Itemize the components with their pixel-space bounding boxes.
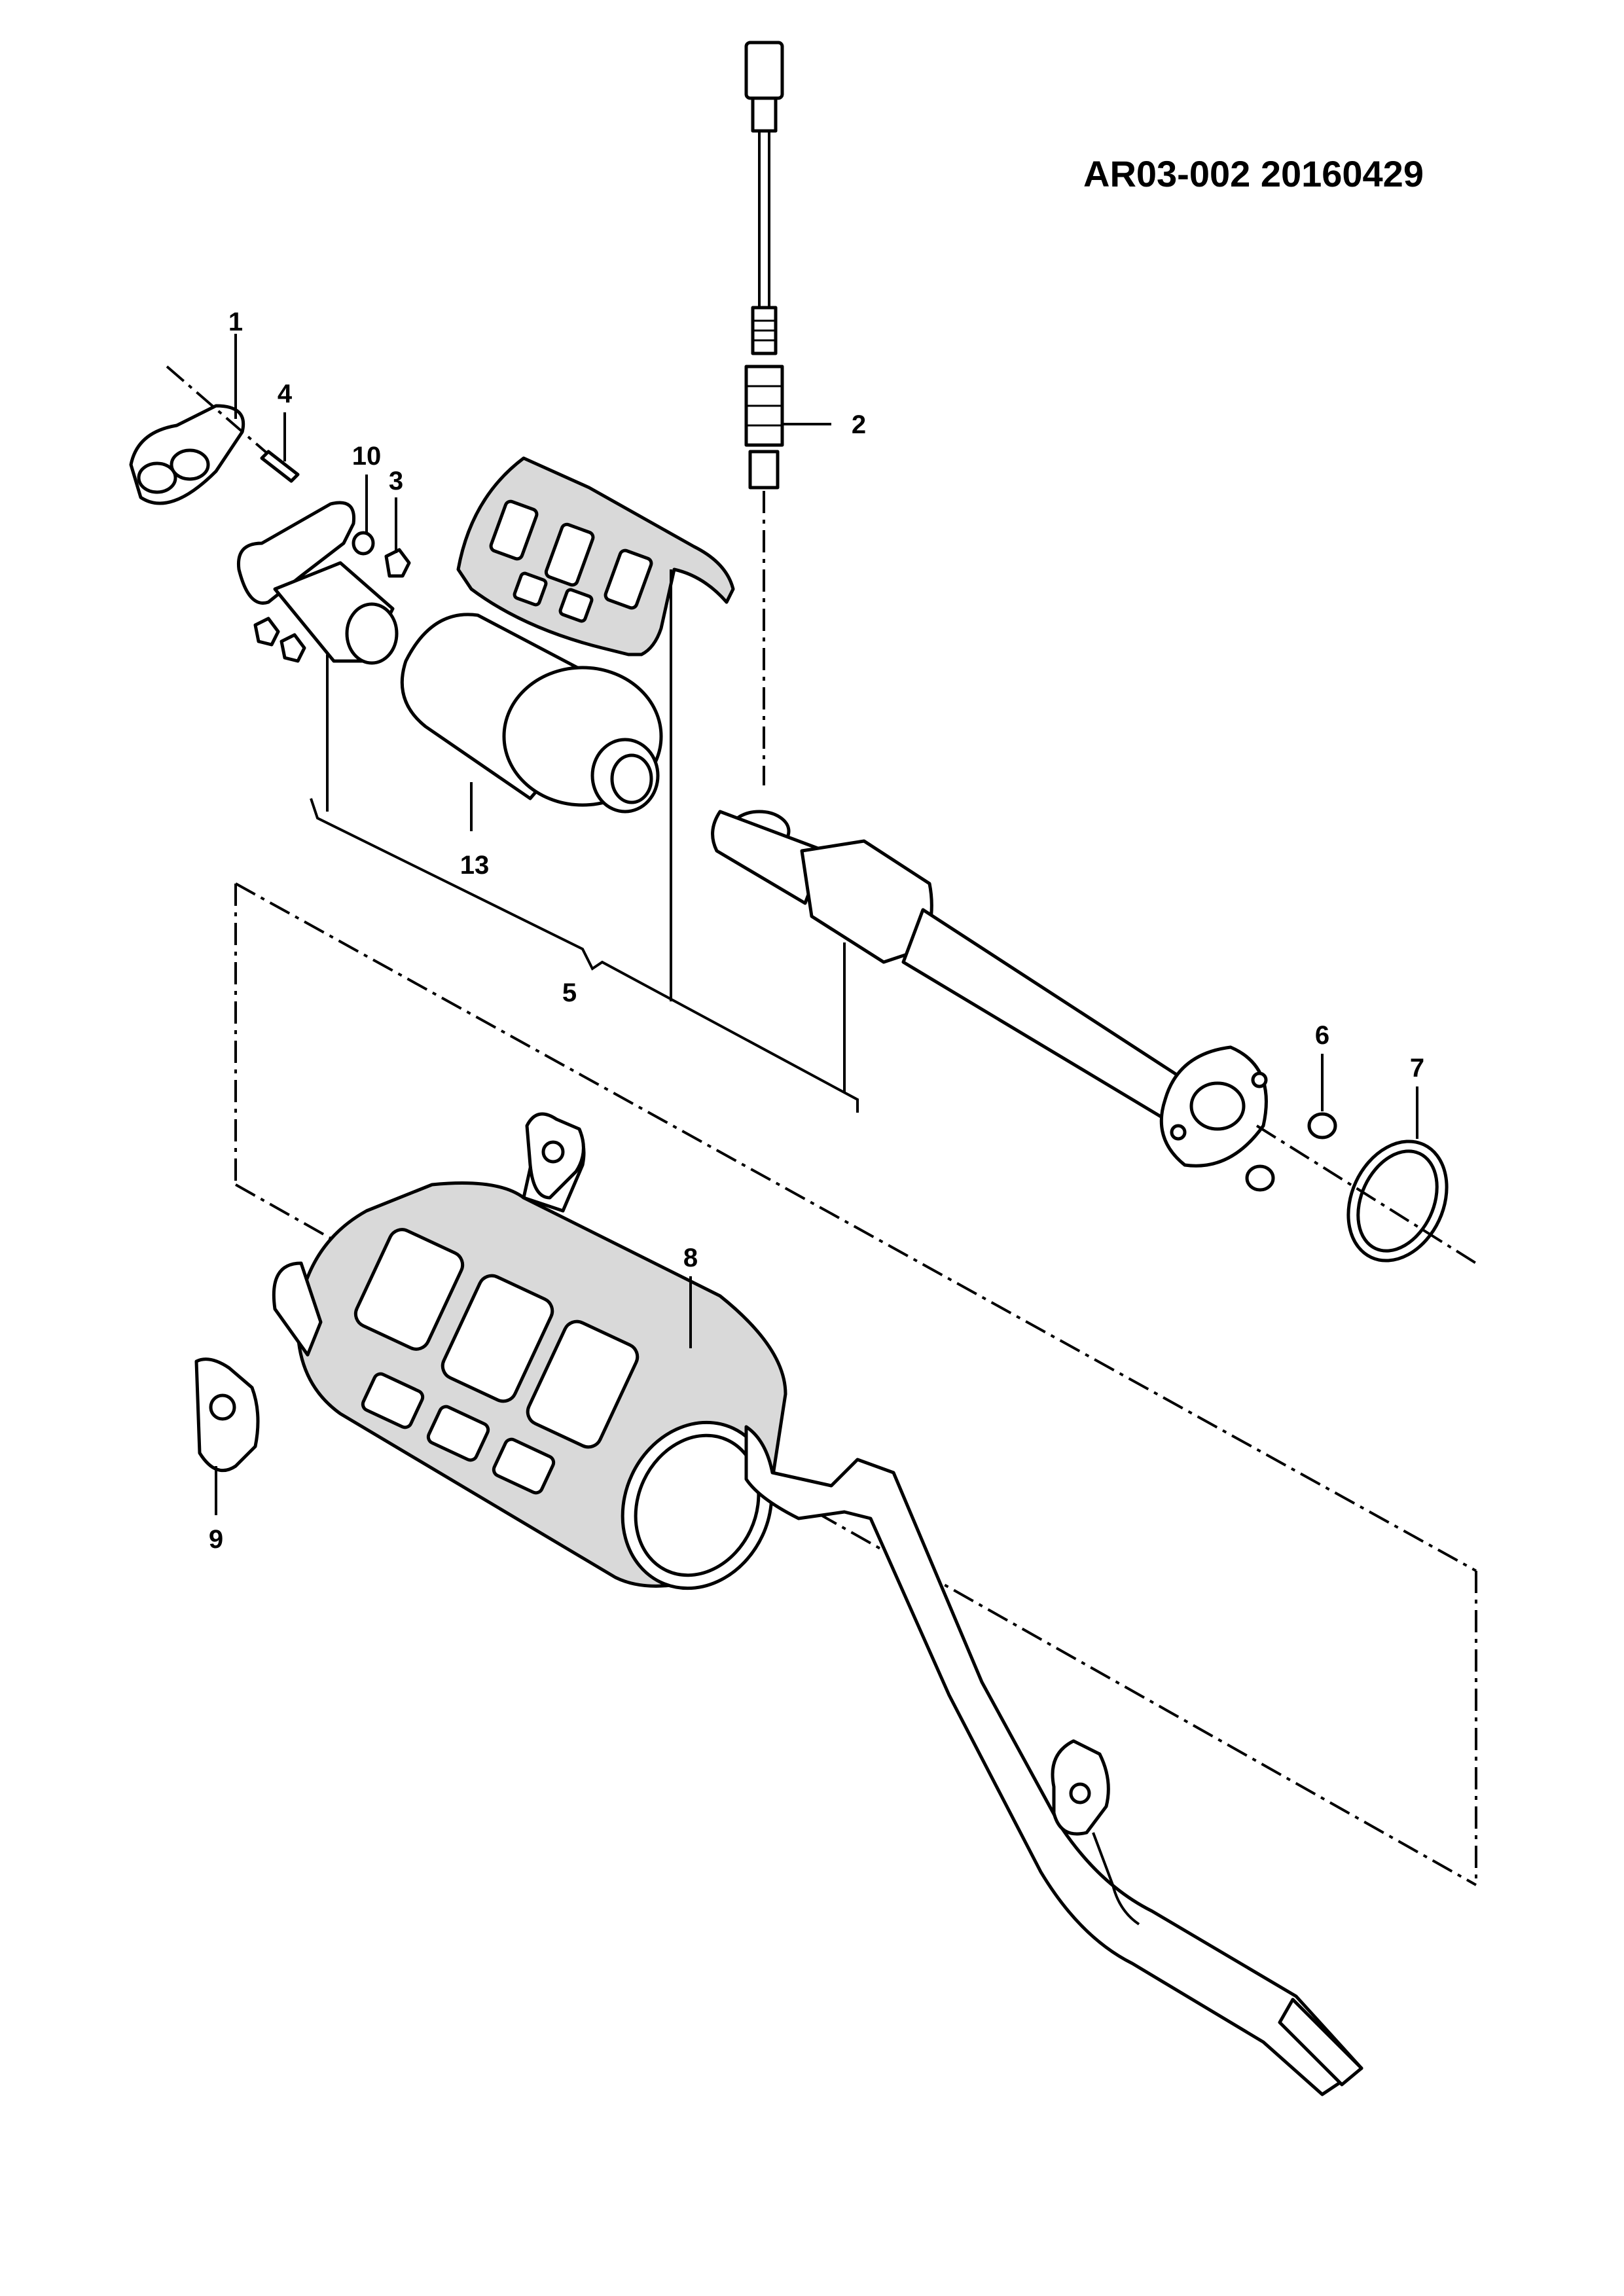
flange-nut [1307, 1112, 1337, 1139]
tail-pipe [744, 1425, 1363, 2096]
callout-7: 7 [1410, 1054, 1424, 1083]
sealing-ring [1346, 1139, 1449, 1263]
oxygen-sensor [744, 41, 784, 490]
front-exhaust-pipe [711, 810, 1268, 1168]
manifold-gasket [129, 404, 245, 505]
nut [384, 548, 411, 578]
manifold-flange-pipe [236, 501, 399, 665]
flange-nut-2 [1245, 1164, 1275, 1192]
dash-diagonal-top [235, 882, 1477, 1572]
bracket-5 [310, 569, 859, 1113]
callout-2: 2 [852, 410, 866, 439]
stud [260, 450, 300, 483]
callout-5: 5 [562, 978, 577, 1007]
callout-6: 6 [1315, 1021, 1329, 1050]
callout-13: 13 [460, 851, 490, 880]
callout-1: 1 [228, 308, 243, 336]
callout-9: 9 [209, 1525, 223, 1554]
rear-muffler [272, 1124, 787, 1590]
callout-10: 10 [352, 442, 382, 471]
catalytic-converter [400, 613, 663, 814]
callout-8: 8 [683, 1244, 698, 1272]
callout-4: 4 [278, 380, 293, 408]
rubber-hanger-top [525, 1112, 585, 1200]
rubber-hanger-9 [194, 1357, 260, 1473]
dash-ring [1255, 1124, 1477, 1265]
heat-shield [456, 456, 735, 656]
washer [352, 531, 375, 556]
callout-3: 3 [389, 467, 403, 495]
rubber-hanger-rear [1051, 1739, 1140, 1926]
diagram-reference-code: AR03-002 20160429 [1083, 153, 1424, 194]
